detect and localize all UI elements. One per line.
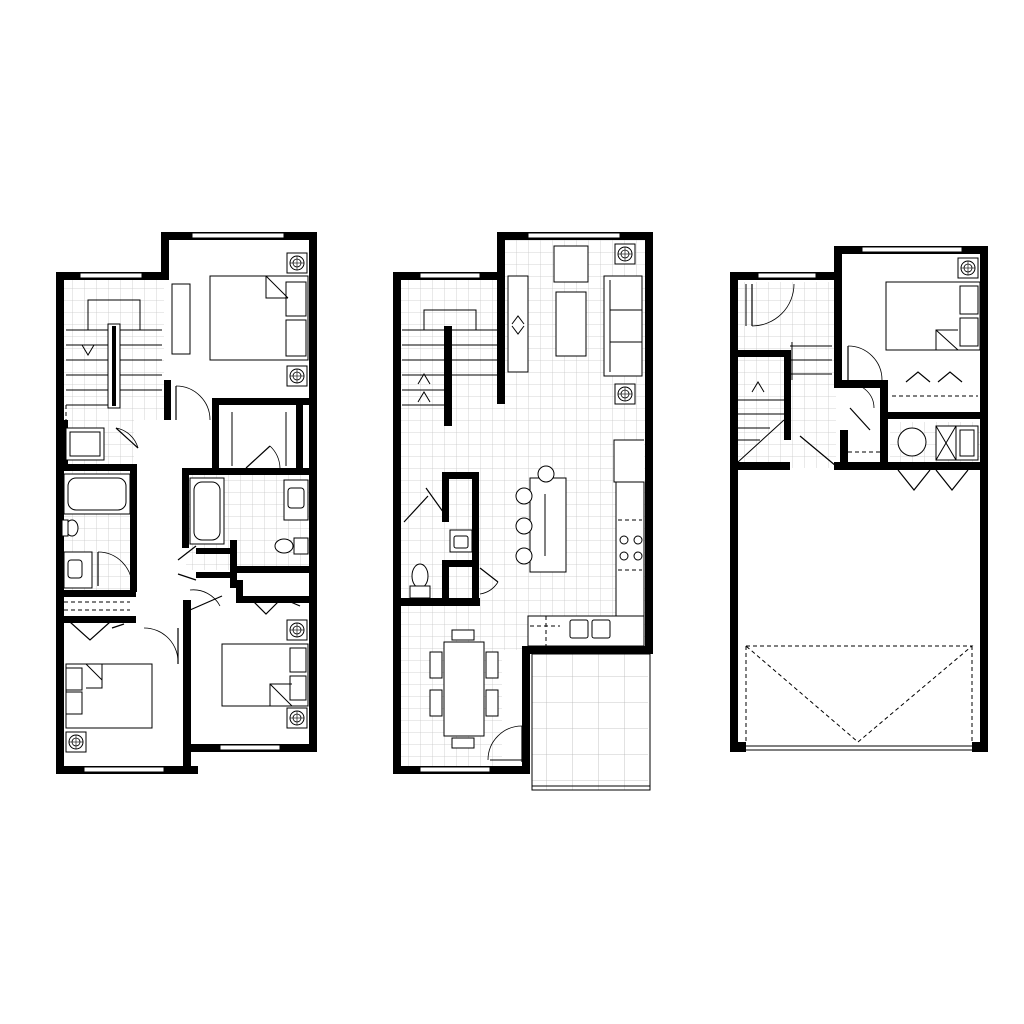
main-stair xyxy=(402,280,505,426)
master-bedroom xyxy=(171,252,309,387)
hvac-icon xyxy=(65,731,87,753)
living-room xyxy=(507,243,643,405)
media-console xyxy=(507,275,529,373)
bedroom-3-door[interactable] xyxy=(189,595,223,611)
powder-room-toilet xyxy=(411,563,429,589)
bar-stool xyxy=(537,465,555,483)
hvac-icon xyxy=(286,619,308,641)
bathtub-2 xyxy=(189,477,225,545)
vanity-1 xyxy=(63,551,93,589)
hvac-icon xyxy=(286,365,308,387)
lower-floor-plan xyxy=(730,246,988,752)
bar-stool xyxy=(515,487,533,505)
hvac-icon xyxy=(286,252,308,274)
dining-chair xyxy=(451,629,475,641)
bathtub-1 xyxy=(63,473,131,515)
powder-room-sink xyxy=(449,529,473,553)
dining-table xyxy=(443,641,485,737)
patio xyxy=(531,653,651,791)
coffee-table xyxy=(555,291,587,357)
bedroom-4 xyxy=(885,257,981,397)
bed-2 xyxy=(65,663,153,729)
hvac-icon xyxy=(614,383,636,405)
hvac-icon xyxy=(286,707,308,729)
master-bed xyxy=(209,275,309,361)
sink-bowl xyxy=(569,619,589,639)
kitchen xyxy=(527,439,645,647)
pantry-door[interactable] xyxy=(425,487,447,517)
closet-door[interactable] xyxy=(245,445,271,469)
dining-chair xyxy=(485,651,499,679)
bar-stool xyxy=(515,517,533,535)
closet-door-main[interactable] xyxy=(479,567,499,583)
bedroom-3 xyxy=(221,599,309,729)
dining-chair xyxy=(485,689,499,717)
counter-bottom xyxy=(527,615,645,647)
armchair xyxy=(553,245,589,283)
washer-dryer xyxy=(65,427,105,461)
cooktop-burner xyxy=(619,535,629,545)
closet-door-lower[interactable] xyxy=(799,435,837,467)
furnace xyxy=(935,425,979,461)
dining-chair xyxy=(429,651,443,679)
bathroom-2-door[interactable] xyxy=(177,545,197,561)
cooktop-burner xyxy=(619,551,629,561)
dining-area xyxy=(429,629,499,749)
toilet-2 xyxy=(274,538,294,554)
kitchen-island xyxy=(515,465,567,573)
bed-3 xyxy=(221,643,309,707)
cooktop-burner xyxy=(633,551,643,561)
sink-bowl xyxy=(591,619,611,639)
bed-4 xyxy=(885,281,981,351)
utility-room xyxy=(897,425,979,491)
lower-stair xyxy=(737,342,832,463)
patio-tile xyxy=(532,654,648,790)
hvac-icon xyxy=(614,243,636,265)
powder-room-door[interactable] xyxy=(403,495,429,523)
mech-door[interactable] xyxy=(849,407,871,431)
bedroom-2 xyxy=(65,621,153,753)
dresser xyxy=(171,283,191,355)
bar-stool xyxy=(515,547,533,565)
cooktop-burner xyxy=(633,535,643,545)
upper-stair xyxy=(65,299,162,420)
upper-floor-plan xyxy=(56,232,317,774)
laundry-door[interactable] xyxy=(115,427,139,449)
garage xyxy=(744,645,974,743)
main-floor-plan xyxy=(393,232,653,791)
dining-chair xyxy=(429,689,443,717)
water-heater xyxy=(897,427,927,457)
counter-right xyxy=(615,481,645,617)
dining-chair xyxy=(451,737,475,749)
hvac-icon xyxy=(957,257,979,279)
